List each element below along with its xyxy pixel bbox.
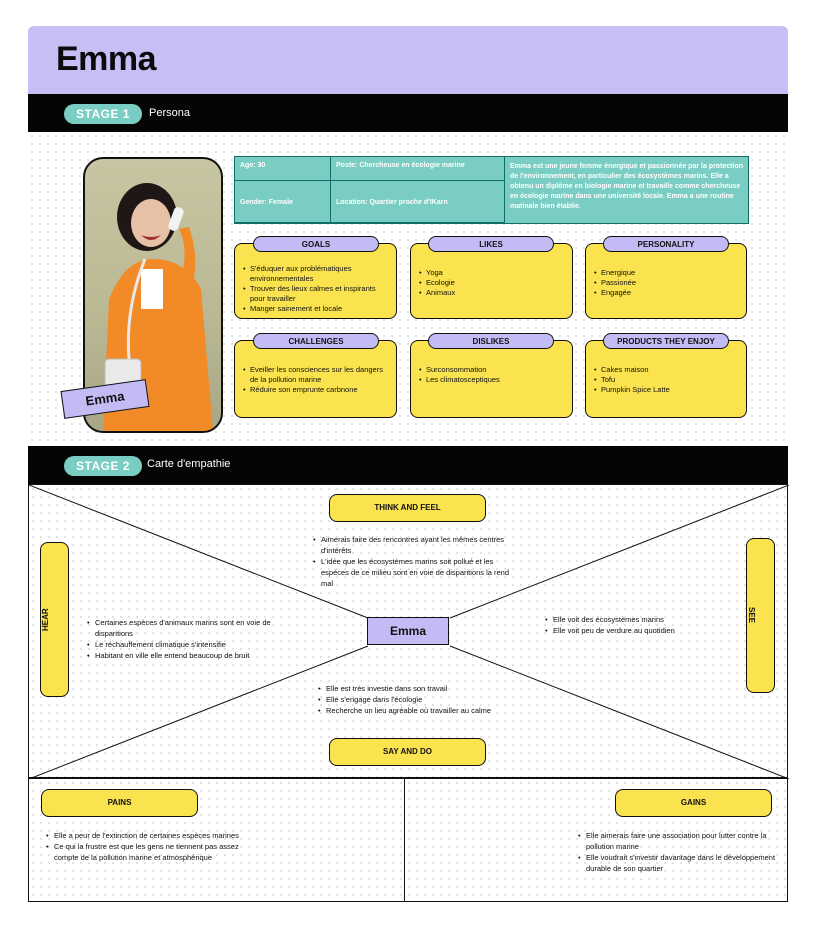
pains-label: PAINS [41, 789, 198, 817]
list-item: Engagée [594, 288, 740, 298]
think-feel-label: THINK AND FEEL [329, 494, 486, 522]
dislikes-card: Surconsommation Les climatosceptiques [410, 340, 573, 418]
list-item: Passionée [594, 278, 740, 288]
list-item: Elle s'engage dans l'écologie [318, 694, 518, 705]
list-item: Certaines espèces d'animaux marins sont … [87, 617, 277, 639]
list-item: Habitant en ville elle entend beaucoup d… [87, 650, 277, 661]
stage1-label: Persona [149, 107, 190, 119]
products-list: Cakes maison Tofu Pumpkin Spice Latte [594, 365, 740, 395]
gains-list: Elle aimerais faire une association pour… [578, 830, 778, 874]
age-cell: Age: 30 [235, 157, 331, 181]
likes-card: Yoga Ecologie Animaux [410, 243, 573, 319]
list-item: Elle aimerais faire une association pour… [578, 830, 778, 852]
challenges-list: Eveiller les consciences sur les dangers… [243, 365, 390, 395]
divider [404, 778, 405, 902]
list-item: Pumpkin Spice Latte [594, 385, 740, 395]
empathy-center: Emma [367, 617, 449, 645]
stage1-pill: STAGE 1 [64, 104, 142, 124]
gains-label: GAINS [615, 789, 772, 817]
stage2-pill: STAGE 2 [64, 456, 142, 476]
list-item: Eveiller les consciences sur les dangers… [243, 365, 390, 385]
goals-card: S'éduquer aux problématiques environneme… [234, 243, 397, 319]
persona-info-table: Age: 30 Gender: Female Poste: Chercheuse… [234, 156, 749, 224]
products-label: PRODUCTS THEY ENJOY [603, 333, 729, 349]
list-item: Le réchauffement climatique s'intensifie [87, 639, 277, 650]
list-item: Les climatosceptiques [419, 375, 566, 385]
list-item: Trouver des lieux calmes et inspirants p… [243, 284, 390, 304]
list-item: Elle est très investie dans son travail [318, 683, 518, 694]
likes-list: Yoga Ecologie Animaux [419, 268, 566, 298]
list-item: Cakes maison [594, 365, 740, 375]
list-item: Aimerais faire des rencontres ayant les … [313, 534, 513, 556]
list-item: Animaux [419, 288, 566, 298]
personality-card: Energique Passionée Engagée [585, 243, 747, 319]
see-list: Elle voit des écosystèmes marins Elle vo… [545, 614, 735, 636]
hear-label: HEAR [40, 542, 69, 697]
see-label-text: SEE [747, 607, 756, 624]
list-item: Recherche un lieu agréable où travailler… [318, 705, 518, 716]
list-item: S'éduquer aux problématiques environneme… [243, 264, 390, 284]
stage1-bar: STAGE 1 Persona [28, 94, 788, 132]
bio-cell: Emma est une jeune femme énergique et pa… [510, 163, 744, 210]
personality-label: PERSONALITY [603, 236, 729, 252]
stage2-bar: STAGE 2 Carte d'empathie [28, 446, 788, 484]
list-item: Surconsommation [419, 365, 566, 375]
persona-title: Emma [56, 40, 157, 78]
challenges-card: Eveiller les consciences sur les dangers… [234, 340, 397, 418]
goals-label: GOALS [253, 236, 379, 252]
list-item: Energique [594, 268, 740, 278]
dislikes-list: Surconsommation Les climatosceptiques [419, 365, 566, 385]
see-label: SEE [746, 538, 775, 693]
list-item: Ce qui la frustre est que les gens ne ti… [46, 841, 246, 863]
list-item: Elle a peur de l'extinction de certaines… [46, 830, 246, 841]
list-item: Réduire son emprunte carbnone [243, 385, 390, 395]
say-do-list: Elle est très investie dans son travail … [318, 683, 518, 716]
list-item: Elle voit des écosystèmes marins [545, 614, 735, 625]
goals-list: S'éduquer aux problématiques environneme… [243, 264, 390, 314]
location-cell: Location: Quartier proche d'IKarn [331, 181, 505, 223]
dislikes-label: DISLIKES [428, 333, 554, 349]
title-banner [28, 26, 788, 94]
list-item: Ecologie [419, 278, 566, 288]
list-item: Elle voudrait s'investir davantage dans … [578, 852, 778, 874]
think-feel-list: Aimerais faire des rencontres ayant les … [313, 534, 513, 589]
likes-label: LIKES [428, 236, 554, 252]
say-do-label: SAY AND DO [329, 738, 486, 766]
list-item: Tofu [594, 375, 740, 385]
list-item: L'idée que les écosystèmes marins soit p… [313, 556, 513, 589]
stage2-label: Carte d'empathie [147, 458, 231, 470]
gender-cell: Gender: Female [235, 181, 331, 223]
hear-list: Certaines espèces d'animaux marins sont … [87, 617, 277, 661]
pains-list: Elle a peur de l'extinction de certaines… [46, 830, 246, 863]
persona-photo [83, 157, 223, 433]
hear-label-text: HEAR [41, 608, 50, 631]
map-diagonals [29, 485, 789, 779]
list-item: Yoga [419, 268, 566, 278]
list-item: Elle voit peu de verdure au quotidien [545, 625, 735, 636]
products-card: Cakes maison Tofu Pumpkin Spice Latte [585, 340, 747, 418]
challenges-label: CHALLENGES [253, 333, 379, 349]
personality-list: Energique Passionée Engagée [594, 268, 740, 298]
list-item: Manger sainement et locale [243, 304, 390, 314]
poste-cell: Poste: Chercheuse en écologie marine [331, 157, 505, 181]
